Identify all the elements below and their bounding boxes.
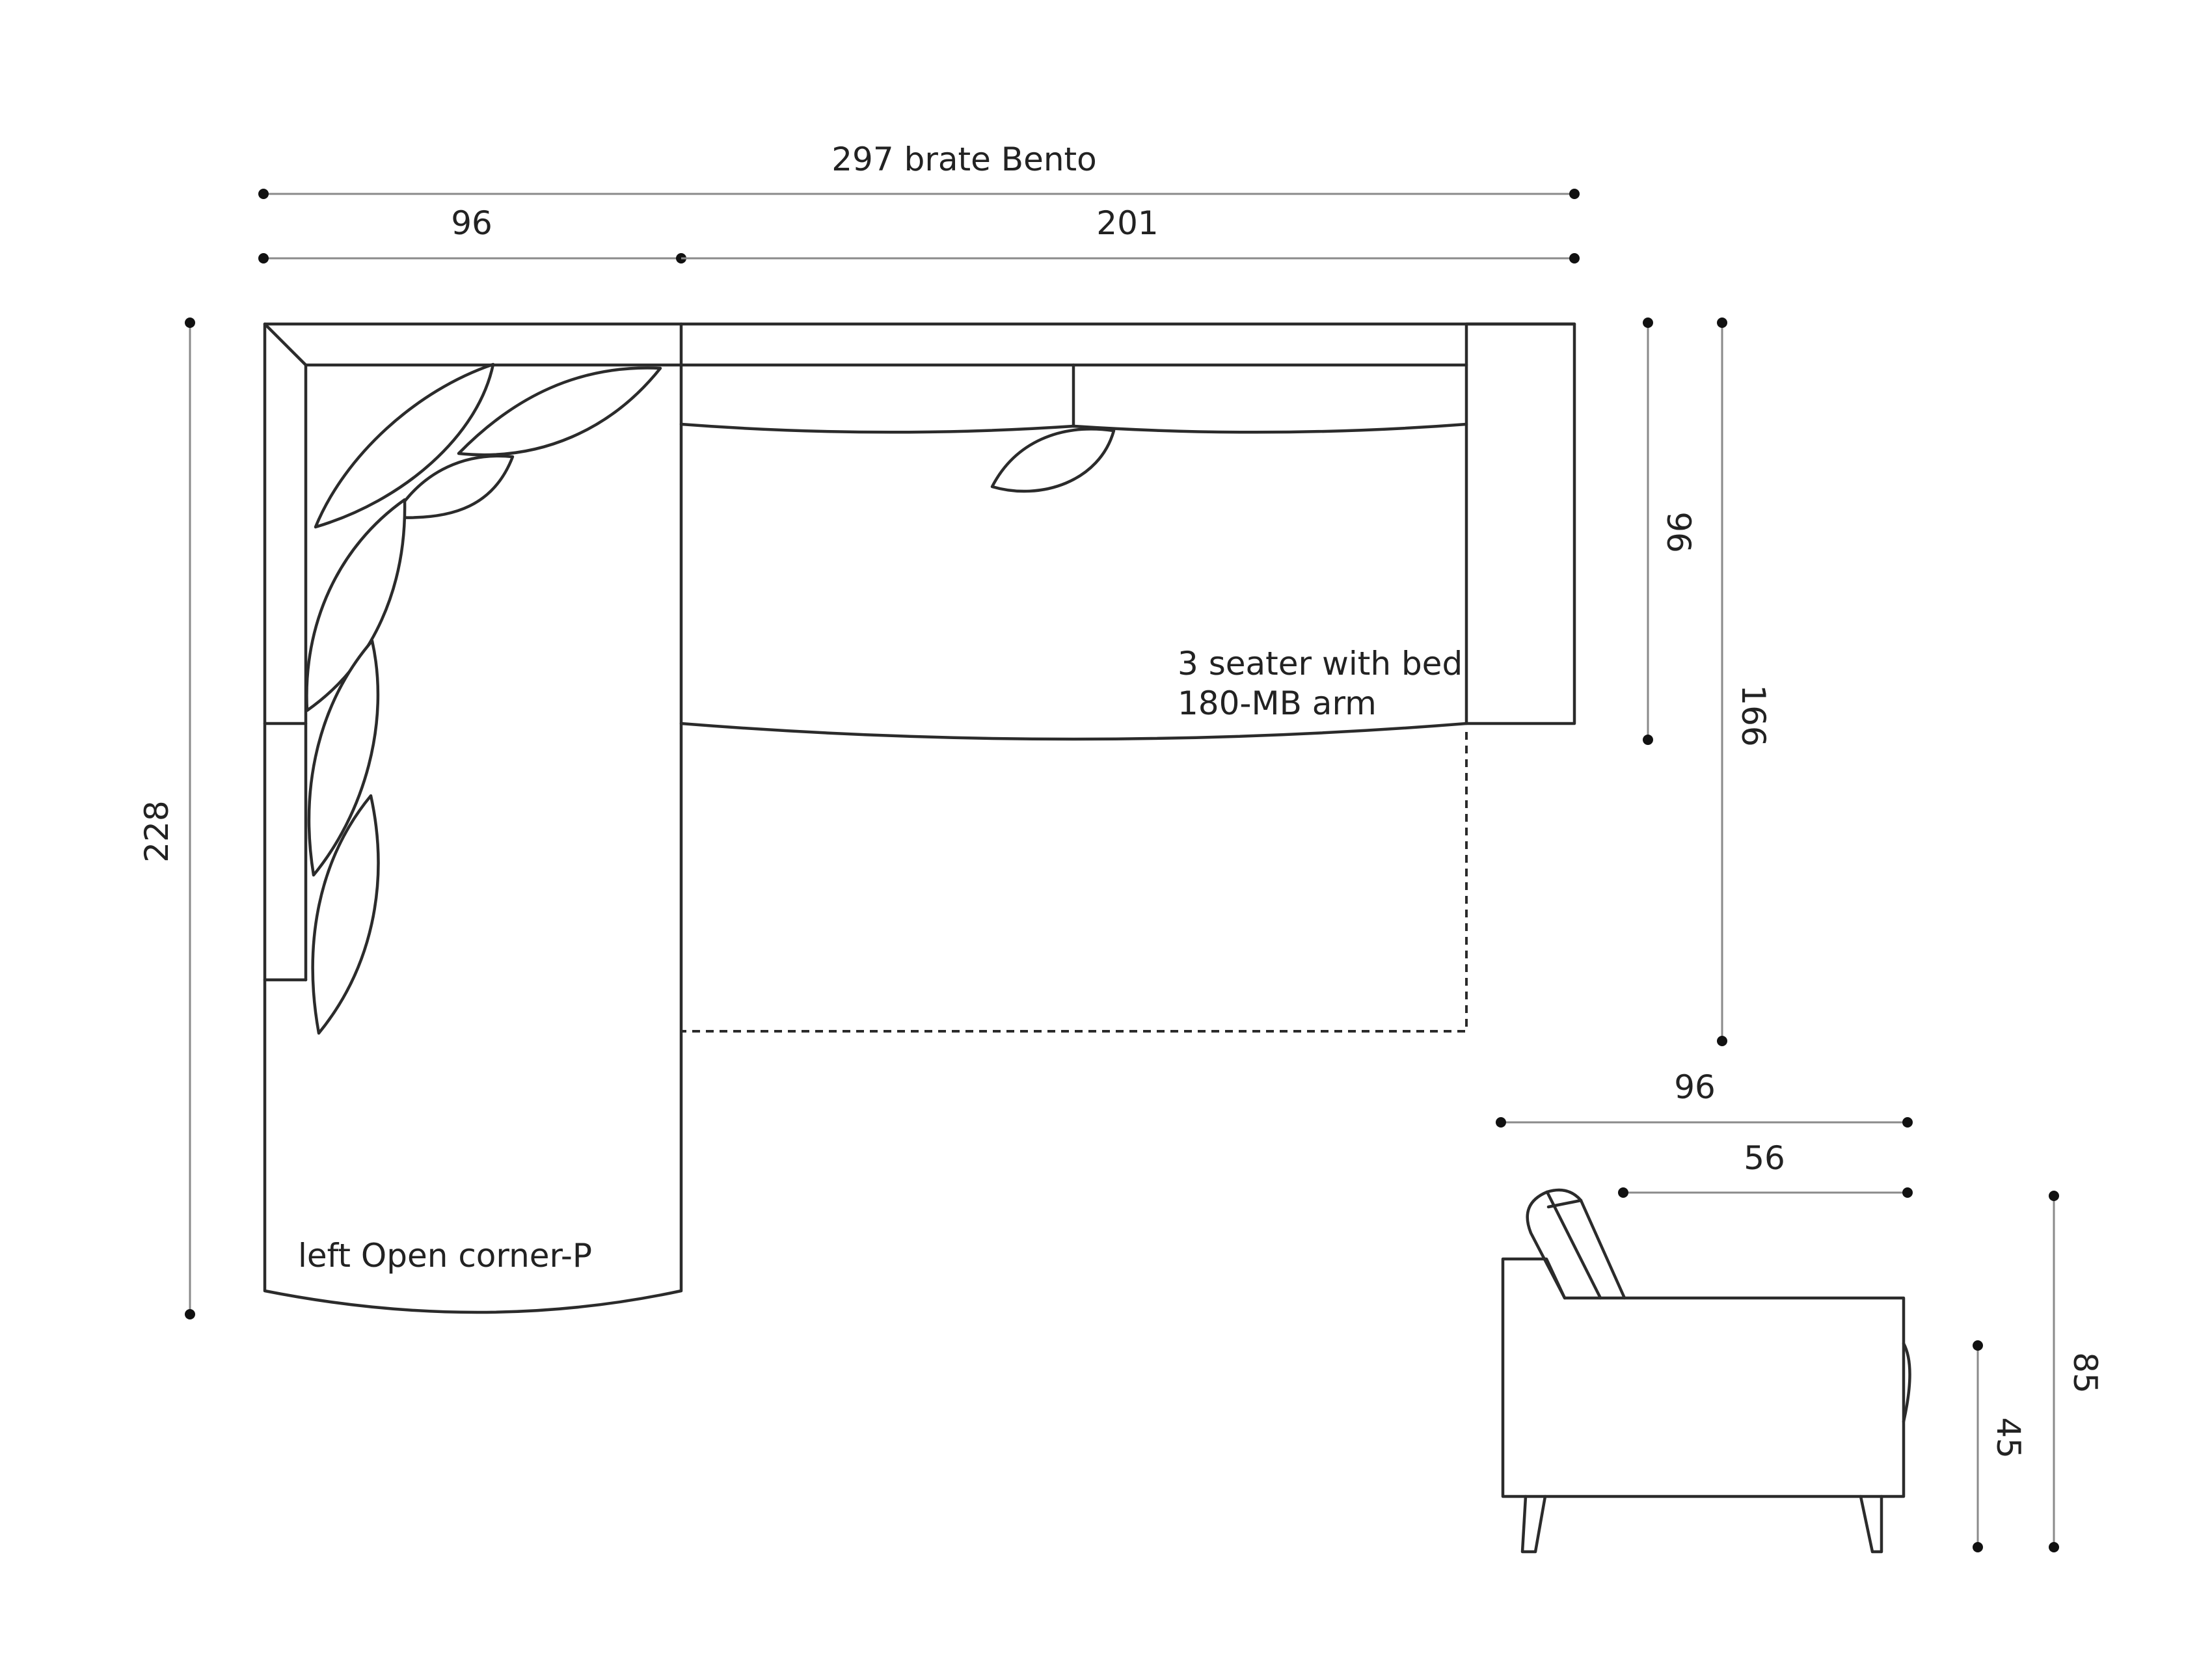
- seat-depth-label: 56: [1744, 1139, 1785, 1177]
- corner-module: left Open corner-P: [263, 322, 683, 1314]
- total-width-label: 297 brate Bento: [831, 141, 1096, 178]
- side-view-dimension-seat-height: 45: [1973, 1340, 2027, 1552]
- dimension-seater-depth: 96: [1643, 318, 1697, 745]
- pillow-leaf-6: [311, 794, 380, 1035]
- bed-depth-label: 166: [1734, 684, 1772, 746]
- corner-width-label: 96: [451, 204, 492, 242]
- side-view-dimension-depth: 96: [1496, 1068, 1913, 1128]
- dimension-total-depth: 228: [138, 318, 195, 1319]
- seater-label-line1: 3 seater with bed: [1178, 645, 1463, 683]
- bed-extension-outline: [681, 732, 1468, 1033]
- side-depth-label: 96: [1674, 1068, 1716, 1106]
- seater-depth-label: 96: [1660, 511, 1697, 553]
- side-view-dimension-total-height: 85: [2049, 1191, 2104, 1552]
- dimension-bed-depth: 166: [1717, 318, 1772, 1046]
- total-depth-label: 228: [138, 800, 176, 862]
- pillow-leaf-4: [305, 498, 407, 712]
- dimension-total-width: 297 brate Bento: [258, 141, 1580, 199]
- corner-pillow-group: [305, 362, 662, 1035]
- pillow-leaf-5: [307, 639, 380, 877]
- dimension-seater-width: 201: [681, 204, 1580, 264]
- seat-height-label: 45: [1989, 1417, 2027, 1459]
- seater-pillow-leaf: [990, 427, 1116, 493]
- total-height-label: 85: [2066, 1352, 2104, 1394]
- side-view-dimension-seat-depth: 56: [1618, 1139, 1913, 1198]
- corner-module-label: left Open corner-P: [298, 1237, 592, 1275]
- side-view-sofa: [1501, 1188, 1911, 1554]
- pillow-leaf-1: [457, 366, 662, 457]
- seater-module: 3 seater with bed 180-MB arm: [679, 322, 1576, 1033]
- seater-label-line2: 180-MB arm: [1178, 684, 1377, 722]
- dimension-corner-width: 96: [258, 204, 686, 264]
- seater-width-label: 201: [1096, 204, 1158, 242]
- pillow-leaf-2: [314, 362, 495, 529]
